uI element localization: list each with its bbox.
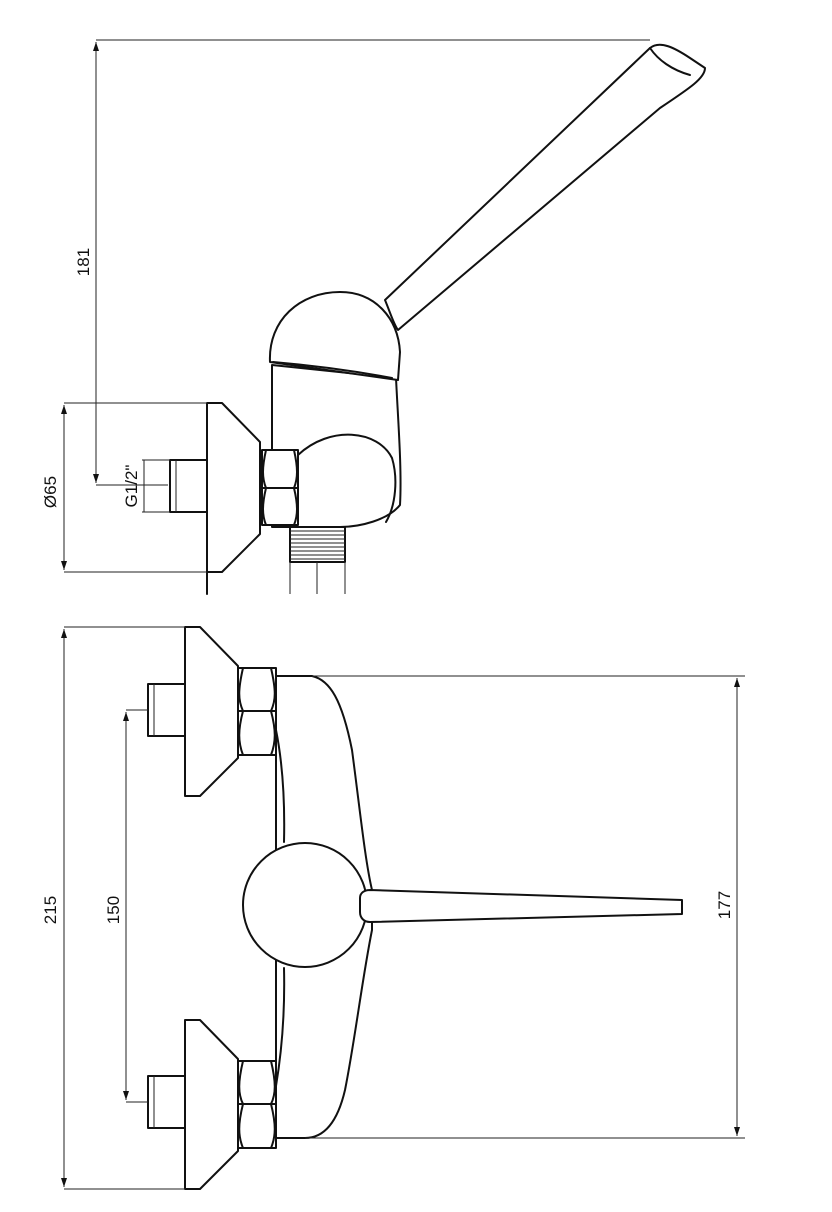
dim-thread-label: G1/2" [122,465,141,508]
front-flange-bottom [184,1019,239,1190]
side-lever-handle [384,43,706,331]
side-cartridge-dome [268,291,401,381]
side-view: 181 Ø65 G1/2" [41,39,706,595]
dim-177-label: 177 [715,891,734,919]
dim-215-label: 215 [41,896,60,924]
dim-150-label: 150 [104,896,123,924]
side-mixer-body [271,364,402,528]
dim-diameter-65-label: Ø65 [41,476,60,508]
side-flange [206,402,261,573]
front-cartridge-disc [242,842,368,968]
front-view: 215 150 177 [41,626,745,1190]
front-hex-nut-bottom [237,1060,277,1149]
side-threaded-outlet [289,526,346,594]
front-inlet-bottom [147,1075,186,1129]
side-inlet-pipe [169,459,208,513]
front-inlet-top [147,683,186,737]
front-lever-handle [359,889,683,923]
front-hex-nut-top [237,667,277,756]
front-flange-top [184,626,239,797]
dim-181-label: 181 [74,248,93,276]
